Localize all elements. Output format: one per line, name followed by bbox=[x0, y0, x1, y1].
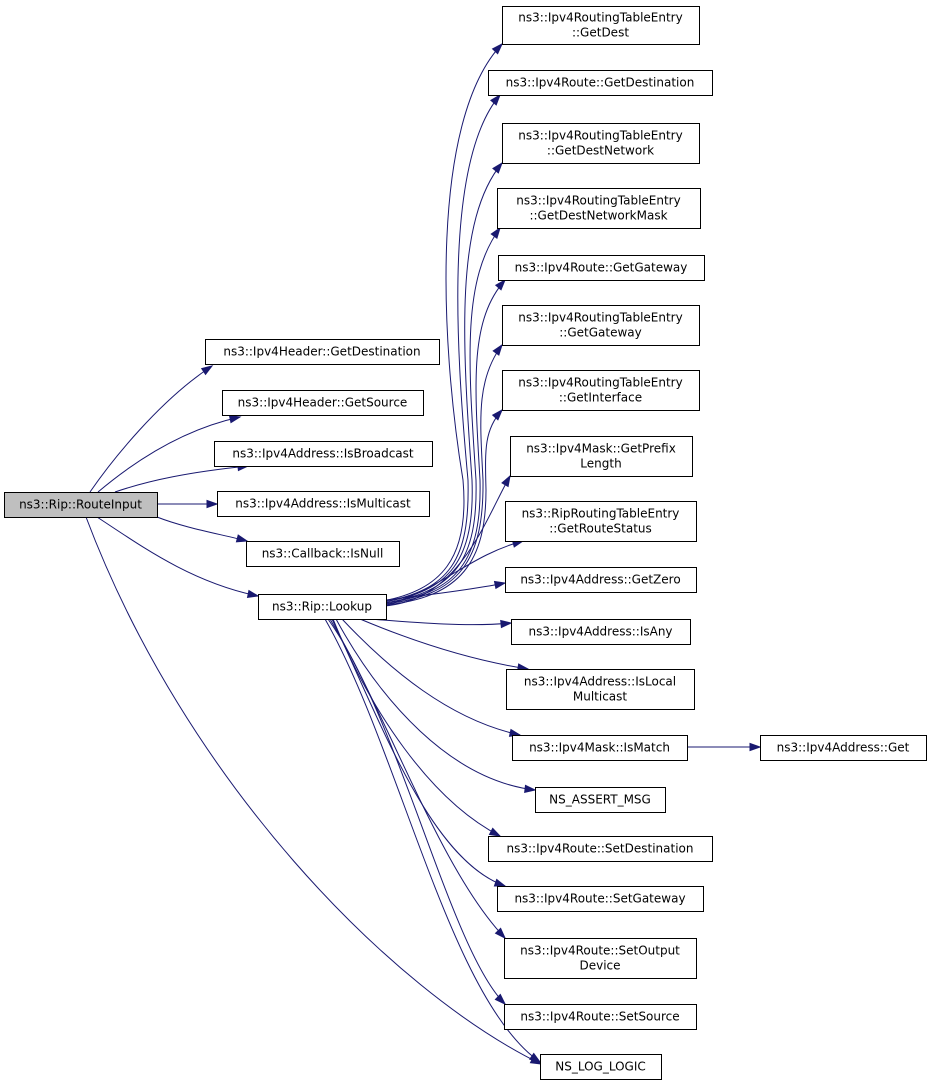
node-ns-log-logic[interactable]: NS_LOG_LOGIC bbox=[540, 1054, 662, 1080]
node-label: ns3::Ipv4Address::IsLocal bbox=[524, 675, 676, 689]
node-rte-get-dest[interactable]: ns3::Ipv4RoutingTableEntry::GetDest bbox=[502, 6, 700, 45]
node-label: Length bbox=[580, 457, 621, 471]
node-label: ns3::Ipv4Address::IsAny bbox=[528, 625, 672, 639]
edge-route-input-to-addr-is-broadcast bbox=[114, 462, 250, 493]
node-label: NS_ASSERT_MSG bbox=[549, 793, 651, 807]
node-label: ns3::Ipv4RoutingTableEntry bbox=[518, 129, 682, 143]
edge-rip-lookup-to-route-set-source bbox=[327, 618, 507, 1006]
node-label: Device bbox=[579, 959, 620, 973]
node-route-set-source[interactable]: ns3::Ipv4Route::SetSource bbox=[504, 1004, 697, 1030]
node-rip-lookup[interactable]: ns3::Rip::Lookup bbox=[258, 594, 387, 620]
node-label: ns3::Ipv4Header::GetDestination bbox=[223, 345, 420, 359]
edge-rip-lookup-to-route-get-destination bbox=[382, 93, 501, 603]
node-addr-is-any[interactable]: ns3::Ipv4Address::IsAny bbox=[511, 619, 691, 645]
node-label: ns3::Ipv4Route::SetSource bbox=[520, 1010, 679, 1024]
edges bbox=[85, 42, 762, 1065]
node-label: ns3::Ipv4Route::SetDestination bbox=[507, 842, 694, 856]
edge-rip-lookup-to-mask-get-prefix-length bbox=[383, 474, 511, 607]
node-mask-is-match[interactable]: ns3::Ipv4Mask::IsMatch bbox=[512, 735, 688, 761]
node-label: ns3::Ipv4Route::SetGateway bbox=[514, 892, 685, 906]
node-addr-is-multicast[interactable]: ns3::Ipv4Address::IsMulticast bbox=[217, 491, 430, 517]
node-label: ns3::Ipv4Route::GetDestination bbox=[506, 76, 695, 90]
node-label: ns3::Callback::IsNull bbox=[262, 547, 384, 561]
nodes: ns3::Rip::RouteInput ns3::Ipv4Header::Get… bbox=[4, 6, 927, 1080]
node-label: ns3::Ipv4RoutingTableEntry bbox=[518, 11, 682, 25]
node-route-get-gateway[interactable]: ns3::Ipv4Route::GetGateway bbox=[498, 255, 705, 281]
node-label: ::GetRouteStatus bbox=[549, 522, 652, 536]
node-label: ::GetDestNetwork bbox=[547, 144, 654, 158]
edge-route-input-to-addr-is-multicast bbox=[157, 499, 219, 509]
edge-mask-is-match-to-addr-get bbox=[686, 742, 762, 752]
node-label: ns3::Ipv4Route::GetGateway bbox=[515, 261, 688, 275]
edge-rip-lookup-to-addr-get-zero bbox=[385, 580, 507, 601]
edge-rip-lookup-to-route-get-gateway bbox=[383, 278, 506, 604]
node-label: ns3::Ipv4Address::IsMulticast bbox=[235, 497, 411, 511]
node-label: ::GetInterface bbox=[559, 391, 642, 405]
edge-rip-lookup-to-riprte-get-route-status bbox=[383, 539, 525, 607]
node-label: ns3::Ipv4Mask::IsMatch bbox=[529, 741, 670, 755]
edge-rip-lookup-to-rte-get-interface bbox=[383, 408, 504, 606]
node-label: ns3::Ipv4Address::IsBroadcast bbox=[232, 447, 414, 461]
node-hdr-get-destination[interactable]: ns3::Ipv4Header::GetDestination bbox=[205, 339, 440, 365]
node-label: ns3::Ipv4RoutingTableEntry bbox=[516, 194, 680, 208]
edge-rip-lookup-to-mask-is-match bbox=[341, 618, 522, 737]
node-route-set-gateway[interactable]: ns3::Ipv4Route::SetGateway bbox=[497, 886, 704, 912]
edge-rip-lookup-to-rte-get-dest-network bbox=[382, 161, 503, 603]
node-rte-get-gateway[interactable]: ns3::Ipv4RoutingTableEntry::GetGateway bbox=[502, 305, 700, 346]
node-label: ns3::Ipv4RoutingTableEntry bbox=[518, 376, 682, 390]
node-label: ::GetDestNetworkMask bbox=[529, 209, 667, 223]
node-ns-assert-msg[interactable]: NS_ASSERT_MSG bbox=[535, 787, 666, 813]
node-riprte-get-route-status[interactable]: ns3::RipRoutingTableEntry::GetRouteStatu… bbox=[505, 501, 697, 542]
edge-route-input-to-rip-lookup bbox=[96, 516, 260, 599]
node-hdr-get-source[interactable]: ns3::Ipv4Header::GetSource bbox=[222, 390, 424, 416]
node-label: Multicast bbox=[573, 690, 628, 704]
node-label: NS_LOG_LOGIC bbox=[555, 1060, 646, 1074]
node-label: ns3::Ipv4Mask::GetPrefix bbox=[526, 442, 676, 456]
node-addr-get-zero[interactable]: ns3::Ipv4Address::GetZero bbox=[505, 567, 697, 593]
edge-route-input-to-hdr-get-destination bbox=[89, 365, 214, 493]
node-addr-is-broadcast[interactable]: ns3::Ipv4Address::IsBroadcast bbox=[214, 441, 433, 467]
node-addr-get[interactable]: ns3::Ipv4Address::Get bbox=[760, 735, 927, 761]
node-label: ns3::Ipv4RoutingTableEntry bbox=[518, 311, 682, 325]
node-label: ns3::Ipv4Address::Get bbox=[777, 741, 910, 755]
node-label: ns3::Rip::Lookup bbox=[272, 600, 372, 614]
edge-route-input-to-hdr-get-source bbox=[97, 415, 242, 493]
node-rte-get-dest-network[interactable]: ns3::Ipv4RoutingTableEntry::GetDestNetwo… bbox=[502, 123, 700, 164]
edge-route-input-to-callback-is-null bbox=[156, 516, 249, 543]
node-rte-get-dest-network-mask[interactable]: ns3::Ipv4RoutingTableEntry::GetDestNetwo… bbox=[497, 188, 701, 229]
node-callback-is-null[interactable]: ns3::Callback::IsNull bbox=[246, 541, 400, 567]
node-route-input[interactable]: ns3::Rip::RouteInput bbox=[4, 492, 158, 518]
node-label: ::GetGateway bbox=[559, 326, 641, 340]
node-label: ::GetDest bbox=[572, 26, 629, 40]
edge-rip-lookup-to-addr-is-any bbox=[369, 618, 513, 629]
node-rte-get-interface[interactable]: ns3::Ipv4RoutingTableEntry::GetInterface bbox=[502, 370, 700, 411]
edge-rip-lookup-to-rte-get-gateway bbox=[383, 343, 503, 605]
node-label: ns3::Ipv4Header::GetSource bbox=[238, 396, 408, 410]
edge-rip-lookup-to-ns-assert-msg bbox=[335, 618, 537, 793]
edge-rip-lookup-to-rte-get-dest bbox=[382, 42, 504, 602]
node-route-set-destination[interactable]: ns3::Ipv4Route::SetDestination bbox=[488, 836, 713, 862]
node-label: ns3::RipRoutingTableEntry bbox=[522, 507, 680, 521]
node-label: ns3::Rip::RouteInput bbox=[19, 498, 142, 512]
node-route-get-destination[interactable]: ns3::Ipv4Route::GetDestination bbox=[488, 70, 713, 96]
node-label: ns3::Ipv4Route::SetOutput bbox=[520, 944, 680, 958]
node-label: ns3::Ipv4Address::GetZero bbox=[520, 573, 680, 587]
